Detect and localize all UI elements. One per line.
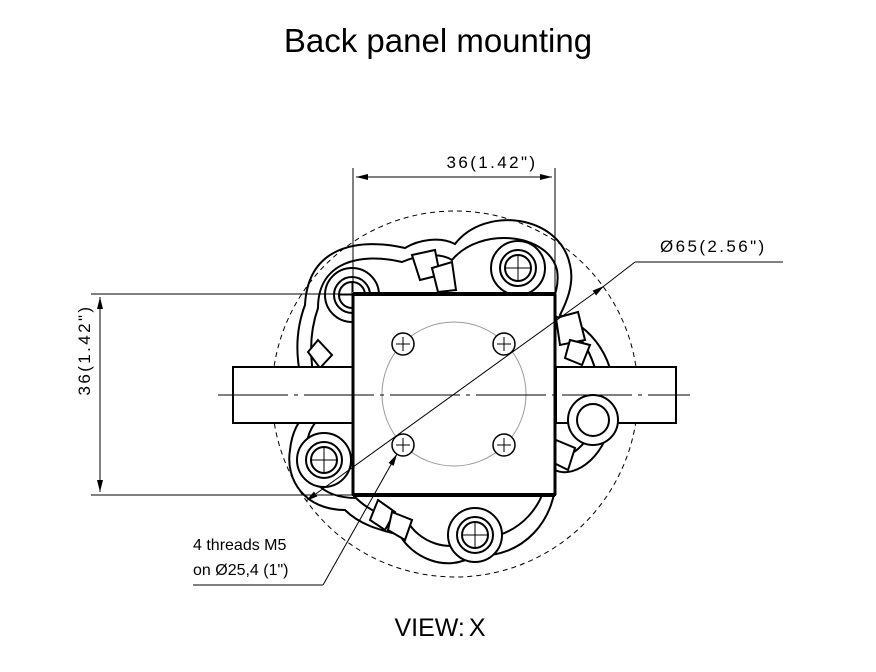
diameter-label: Ø65(2.56") (660, 237, 767, 256)
view-letter: X (468, 614, 486, 642)
thread-note-line2: on Ø25,4 (1") (193, 562, 289, 579)
thread-hole-bottom-left (391, 433, 415, 457)
boss-right (567, 394, 619, 446)
width-dimension (352, 168, 556, 292)
thread-hole-bottom-right (492, 433, 516, 457)
view-prefix: VIEW: (394, 614, 465, 642)
thread-note-leader (193, 453, 398, 586)
height-dimension-label: 36(1.42") (75, 305, 94, 396)
page-title: Back panel mounting (283, 22, 593, 59)
thread-note-line1: 4 threads M5 (193, 537, 287, 554)
view-label: VIEW:X (0, 614, 876, 643)
width-dimension-label: 36(1.42") (447, 153, 538, 172)
thread-hole-top-left (391, 332, 415, 356)
diameter-leader (305, 261, 783, 502)
thread-hole-top-right (492, 332, 516, 356)
